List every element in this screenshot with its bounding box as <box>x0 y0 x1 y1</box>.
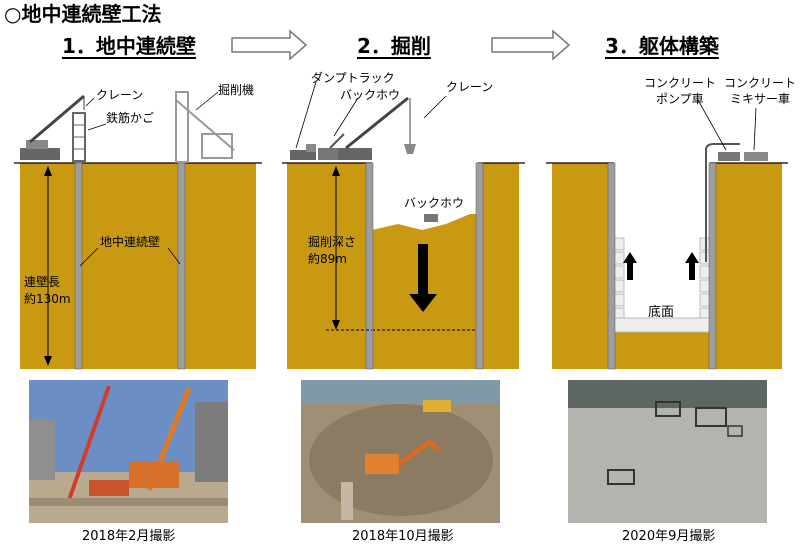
pump-truck-label-1: コンクリート <box>644 76 717 90</box>
wall-left-2 <box>365 162 374 370</box>
photo-2020-sep <box>568 380 767 523</box>
mixer-truck-label-2: ミキサー車 <box>730 92 791 106</box>
wall-label: 地中連続壁 <box>100 235 161 249</box>
mixer-truck-icon <box>744 152 768 161</box>
panel-2-section <box>282 81 525 370</box>
backhoe-label: バックホウ <box>340 88 401 102</box>
panel-3-section <box>546 99 788 370</box>
photo-2018-feb <box>29 380 228 523</box>
wall-right-3 <box>708 162 717 370</box>
wall-left-3 <box>607 162 616 370</box>
mixer-truck-label-1: コンクリート <box>724 76 797 90</box>
pump-hose <box>705 143 740 262</box>
process-arrow-1 <box>231 29 308 61</box>
dump-truck-label: ダンプトラック <box>311 71 395 85</box>
excavator-machine-label: 掘削機 <box>218 83 255 97</box>
ground-1 <box>20 163 256 369</box>
step-3-title: 3．躯体構築 <box>605 34 719 58</box>
pump-truck-icon <box>718 152 740 161</box>
wall-length-label: 連壁長 <box>24 275 61 289</box>
depth-label: 掘削深さ <box>308 235 357 249</box>
wall-left-1 <box>74 162 83 370</box>
backhoe-icon <box>318 133 345 160</box>
bottom-label: 底面 <box>648 305 675 320</box>
excavator-machine-icon <box>175 91 235 163</box>
crane-label-1: クレーン <box>96 88 144 102</box>
wall-right-2 <box>475 162 484 370</box>
step-1-title: 1．地中連続壁 <box>62 34 196 58</box>
crane-label-2: クレーン <box>446 80 494 94</box>
photo-caption-2: 2018年10月撮影 <box>352 529 454 544</box>
page-title: ○地中連続壁工法 <box>4 2 162 26</box>
depth-value: 約89m <box>308 252 347 266</box>
backhoe-pit-icon <box>424 214 438 222</box>
step-2-title: 2．掘削 <box>357 34 431 58</box>
rebar-cage-icon <box>72 112 86 162</box>
photo-caption-1: 2018年2月撮影 <box>82 529 176 544</box>
build-arrow-left <box>623 252 637 280</box>
base-slab <box>613 317 711 333</box>
crane-icon-2 <box>338 96 416 160</box>
wall-length-value: 約130m <box>24 292 71 306</box>
wall-right-1 <box>177 162 186 370</box>
dump-truck-icon <box>290 144 316 160</box>
crane-icon-1 <box>20 94 85 160</box>
process-arrow-2 <box>491 29 571 61</box>
backhoe-pit-label: バックホウ <box>404 196 465 210</box>
photo-caption-3: 2020年9月撮影 <box>622 529 716 544</box>
photo-2018-oct <box>301 380 500 523</box>
excavation-arrow <box>409 244 437 312</box>
pump-truck-label-2: ポンプ車 <box>656 92 704 106</box>
rebar-cage-label: 鉄筋かご <box>106 111 155 125</box>
build-arrow-right <box>685 252 699 280</box>
panel-1-section <box>14 91 262 370</box>
